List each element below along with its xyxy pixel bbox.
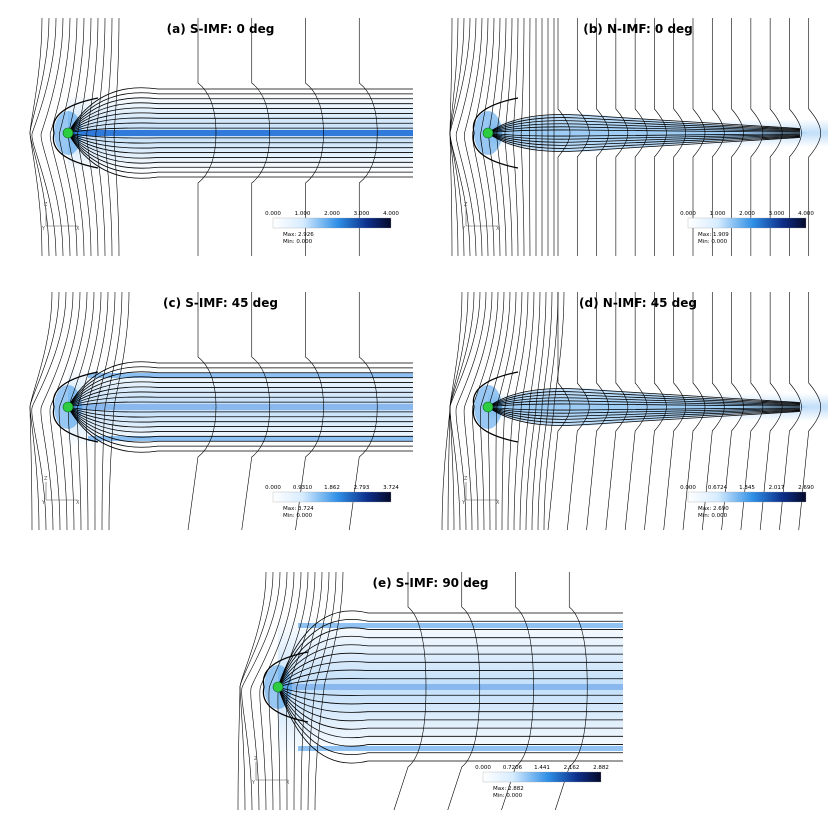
colorbar-tick-label: 0.000 — [680, 211, 696, 217]
field-lines — [441, 291, 822, 531]
axis-label-y: Y — [251, 780, 256, 786]
colorbar-max-label: Max: 2.690 — [698, 506, 729, 512]
colorbar-tick-label: 2.162 — [564, 765, 580, 771]
colorbar-min-label: Min: 0.000 — [283, 239, 313, 245]
axis-indicator: Z Y X — [41, 476, 80, 506]
planet-icon — [482, 127, 494, 139]
colorbar-tick-label: 0.000 — [265, 211, 281, 217]
axis-indicator: Z Y X — [461, 476, 500, 506]
axis-label-x: X — [496, 226, 500, 232]
colorbar-tick-label: 0.7206 — [503, 765, 523, 771]
colorbar-tick-label: 0.000 — [265, 485, 281, 491]
axis-indicator: Z Y X — [41, 202, 80, 232]
colorbar-tick-label: 4.000 — [798, 211, 814, 217]
density-field — [54, 93, 413, 173]
colorbar-tick-label: 2.017 — [769, 485, 785, 491]
axis-label-y: Y — [461, 226, 466, 232]
axis-label-x: X — [286, 780, 290, 786]
colorbar-tick-label: 2.000 — [739, 211, 755, 217]
axis-label-z: Z — [44, 202, 48, 208]
colorbar-tick-label: 1.000 — [710, 211, 726, 217]
colorbar-min-label: Min: 0.000 — [493, 793, 523, 799]
axis-label-x: X — [496, 500, 500, 506]
panel-title: (c) S-IMF: 45 deg — [163, 296, 278, 310]
panel-title: (a) S-IMF: 0 deg — [167, 22, 275, 36]
colorbar-max-label: Max: 3.724 — [283, 506, 314, 512]
axis-label-z: Z — [254, 756, 258, 762]
planet-icon — [482, 401, 494, 413]
density-field — [54, 367, 413, 447]
panel-title: (e) S-IMF: 90 deg — [372, 576, 488, 590]
colorbar-tick-label: 1.000 — [295, 211, 311, 217]
axis-label-x: X — [76, 500, 80, 506]
planet-icon — [272, 681, 284, 693]
colorbar-max-label: Max: 2.882 — [493, 786, 524, 792]
panel-title: (b) N-IMF: 0 deg — [583, 22, 693, 36]
colorbar-tick-label: 1.862 — [324, 485, 340, 491]
axis-label-y: Y — [461, 500, 466, 506]
axis-label-x: X — [76, 226, 80, 232]
planet-icon — [62, 127, 74, 139]
field-lines — [29, 17, 413, 257]
axis-label-z: Z — [464, 202, 468, 208]
axis-indicator: Z Y X — [461, 202, 500, 232]
panel-title: (d) N-IMF: 45 deg — [579, 296, 697, 310]
colorbar-max-label: Max: 1.909 — [698, 232, 729, 238]
colorbar-tick-label: 0.6724 — [708, 485, 728, 491]
colorbar-tick-label: 2.793 — [354, 485, 370, 491]
colorbar-tick-label: 4.000 — [383, 211, 399, 217]
colorbar-min-label: Min: 0.000 — [283, 513, 313, 519]
axis-label-y: Y — [41, 500, 46, 506]
colorbar-tick-label: 2.000 — [324, 211, 340, 217]
colorbar-min-label: Min: 0.000 — [698, 513, 728, 519]
colorbar-min-label: Min: 0.000 — [698, 239, 728, 245]
colorbar-tick-label: 3.000 — [354, 211, 370, 217]
colorbar-max-label: Max: 2.926 — [283, 232, 314, 238]
colorbar-tick-label: 0.9310 — [293, 485, 313, 491]
axis-label-z: Z — [464, 476, 468, 482]
field-lines — [237, 571, 623, 811]
axis-label-y: Y — [41, 226, 46, 232]
density-field — [264, 617, 623, 757]
colorbar-tick-label: 0.000 — [475, 765, 491, 771]
colorbar-tick-label: 2.882 — [593, 765, 609, 771]
colorbar-tick-label: 3.000 — [769, 211, 785, 217]
colorbar-tick-label: 2.690 — [798, 485, 814, 491]
axis-label-z: Z — [44, 476, 48, 482]
field-lines — [449, 17, 822, 257]
colorbar-tick-label: 1.441 — [534, 765, 550, 771]
planet-icon — [62, 401, 74, 413]
colorbar-tick-label: 1.345 — [739, 485, 755, 491]
colorbar-tick-label: 3.724 — [383, 485, 399, 491]
axis-indicator: Z Y X — [251, 756, 290, 786]
field-lines — [29, 291, 413, 531]
colorbar-tick-label: 0.000 — [680, 485, 696, 491]
